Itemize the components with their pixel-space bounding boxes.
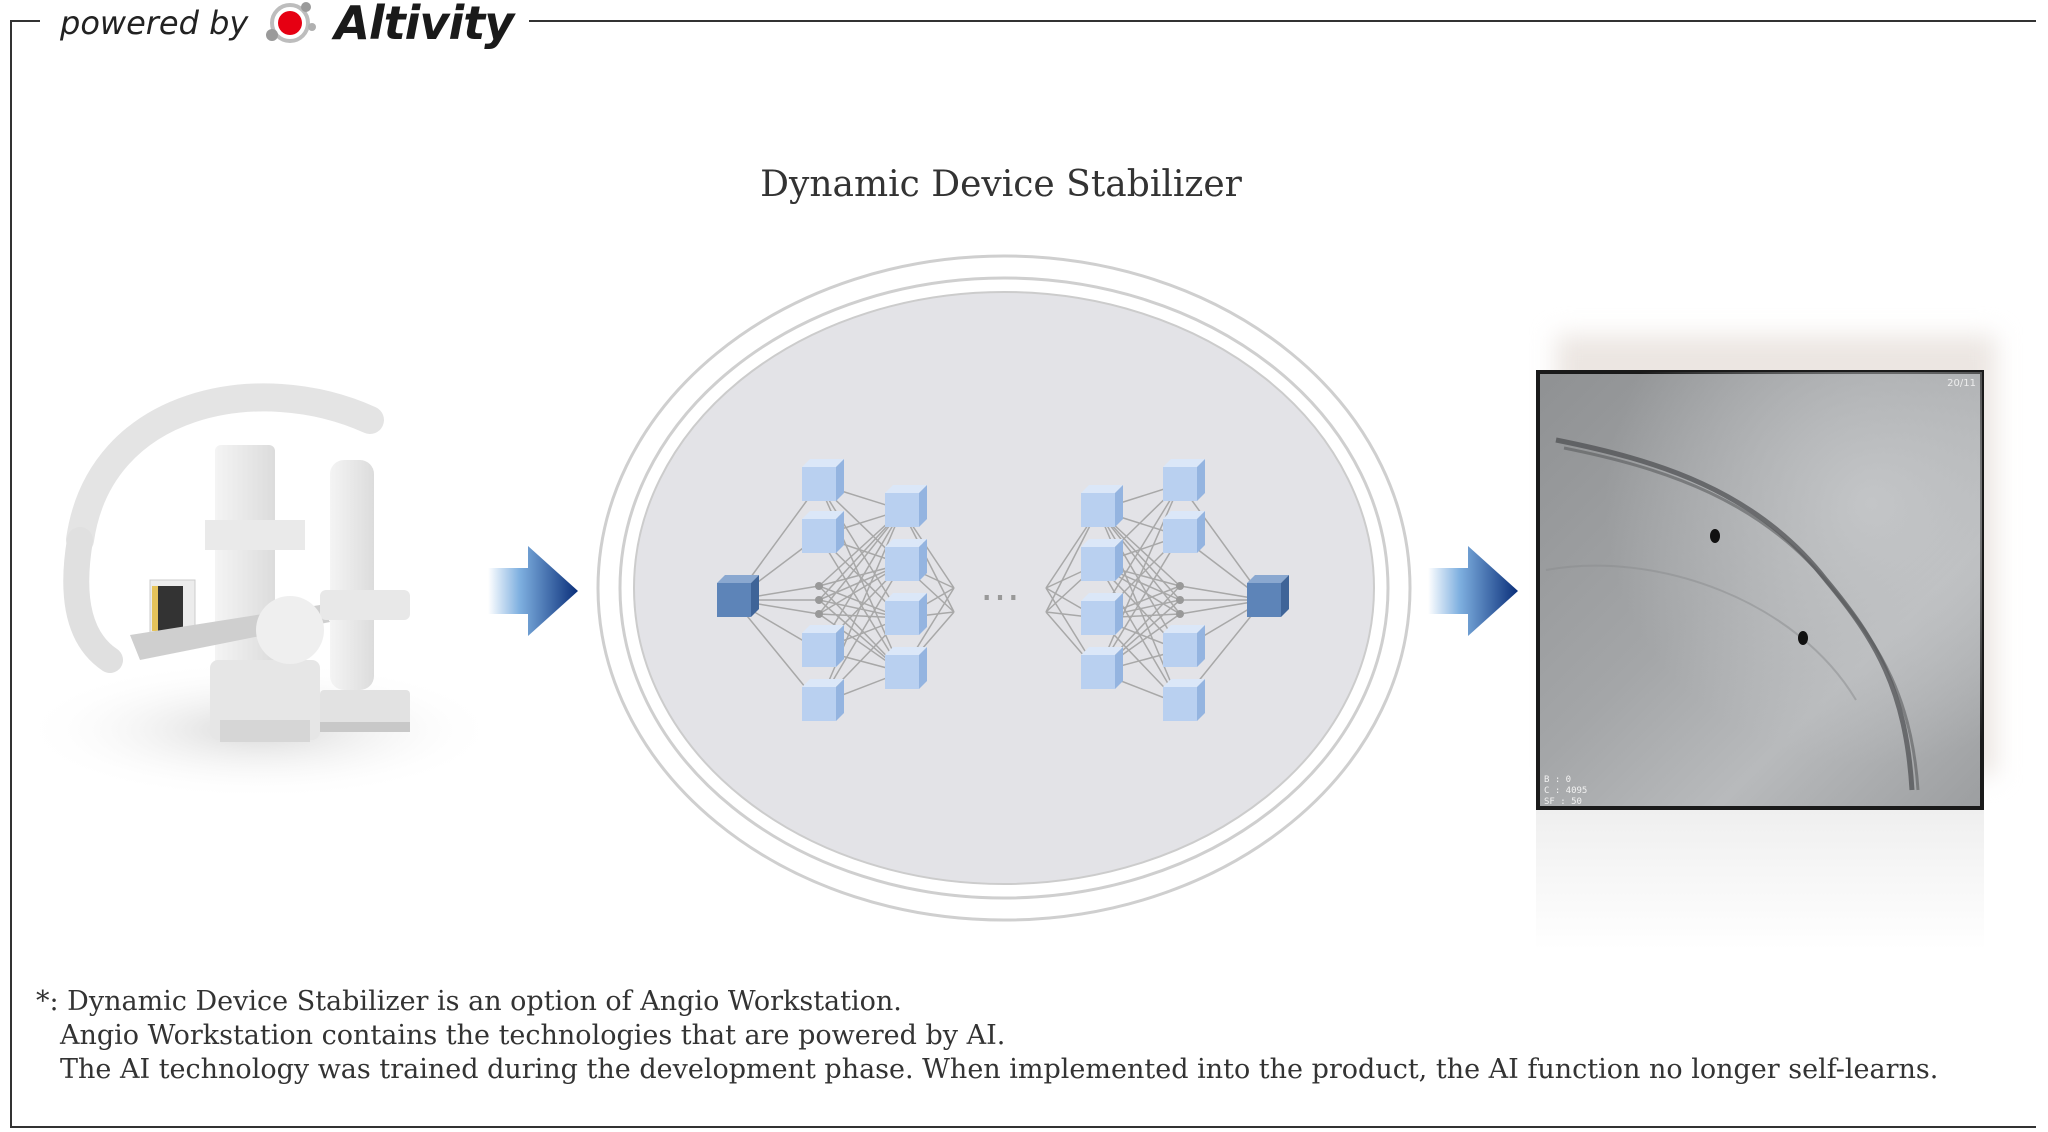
- altivity-logo-icon: [260, 0, 322, 49]
- footnote-line-2: Angio Workstation contains the technolog…: [36, 1019, 1938, 1053]
- network-node: [1247, 575, 1289, 617]
- network-node: [1163, 511, 1205, 553]
- xray-overlay-line-1: B : 0: [1544, 775, 1571, 785]
- network-gap-dot: [1176, 610, 1184, 618]
- network-node: [1163, 459, 1205, 501]
- network-node: [717, 575, 759, 617]
- network-node: [802, 459, 844, 501]
- network-node: [1163, 625, 1205, 667]
- network-gap-dot: [815, 610, 823, 618]
- network-node: [1081, 539, 1123, 581]
- flow-arrow-1-icon: [488, 546, 588, 636]
- xray-stabilized-image: 20/11 B : 0 C : 4095 SF : 50: [1536, 370, 1984, 810]
- network-gap-dot: [1176, 582, 1184, 590]
- network-node: [885, 485, 927, 527]
- xray-image-panel: 20/11 B : 0 C : 4095 SF : 50: [1536, 370, 1984, 810]
- xray-overlay-line-3: SF : 50: [1544, 797, 1582, 807]
- footnote-line-1: *: Dynamic Device Stabilizer is an optio…: [36, 985, 1938, 1019]
- flow-arrow-2-icon: [1428, 546, 1528, 636]
- network-node: [802, 625, 844, 667]
- brand-header: powered by Altivity: [40, 0, 529, 46]
- network-node: [1081, 485, 1123, 527]
- layer-ellipsis: …: [980, 564, 1020, 610]
- network-gap-dot: [815, 596, 823, 604]
- network-node: [885, 539, 927, 581]
- network-node: [885, 593, 927, 635]
- diagram-title: Dynamic Device Stabilizer: [0, 164, 2002, 205]
- network-node: [802, 679, 844, 721]
- network-node: [1081, 593, 1123, 635]
- altivity-brand-name: Altivity: [334, 0, 513, 50]
- angiography-system-image: [40, 360, 540, 800]
- footnote-line-3: The AI technology was trained during the…: [36, 1053, 1938, 1087]
- network-gap-dot: [815, 582, 823, 590]
- xray-reflection: [1536, 810, 1984, 950]
- xray-corner-label: 20/11: [1947, 378, 1976, 389]
- network-node: [885, 647, 927, 689]
- footnote: *: Dynamic Device Stabilizer is an optio…: [36, 985, 1938, 1087]
- network-node: [1081, 647, 1123, 689]
- neural-network-diagram: …: [594, 252, 1414, 924]
- network-gap-dot: [1176, 596, 1184, 604]
- powered-by-label: powered by: [60, 4, 248, 42]
- network-node: [802, 511, 844, 553]
- network-node: [1163, 679, 1205, 721]
- xray-overlay-line-2: C : 4095: [1544, 786, 1587, 796]
